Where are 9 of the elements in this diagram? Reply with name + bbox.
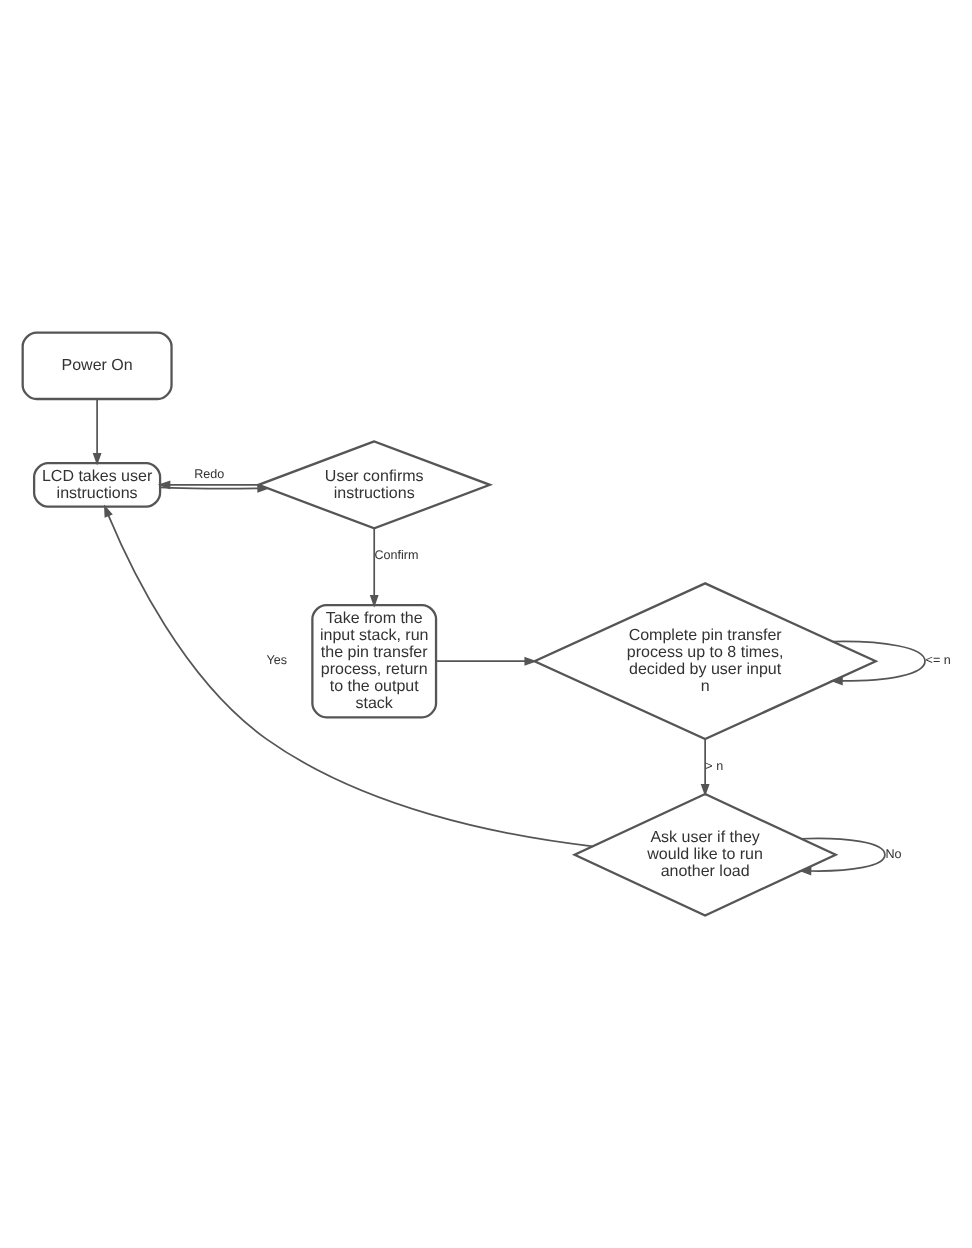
arrow xyxy=(156,480,259,490)
arrow xyxy=(797,837,885,876)
arrow xyxy=(699,738,709,797)
arrow xyxy=(434,656,537,666)
arrow xyxy=(829,640,925,686)
arrow xyxy=(91,398,101,466)
arrow xyxy=(368,527,378,608)
arrow xyxy=(102,504,593,848)
arrow xyxy=(158,483,269,493)
